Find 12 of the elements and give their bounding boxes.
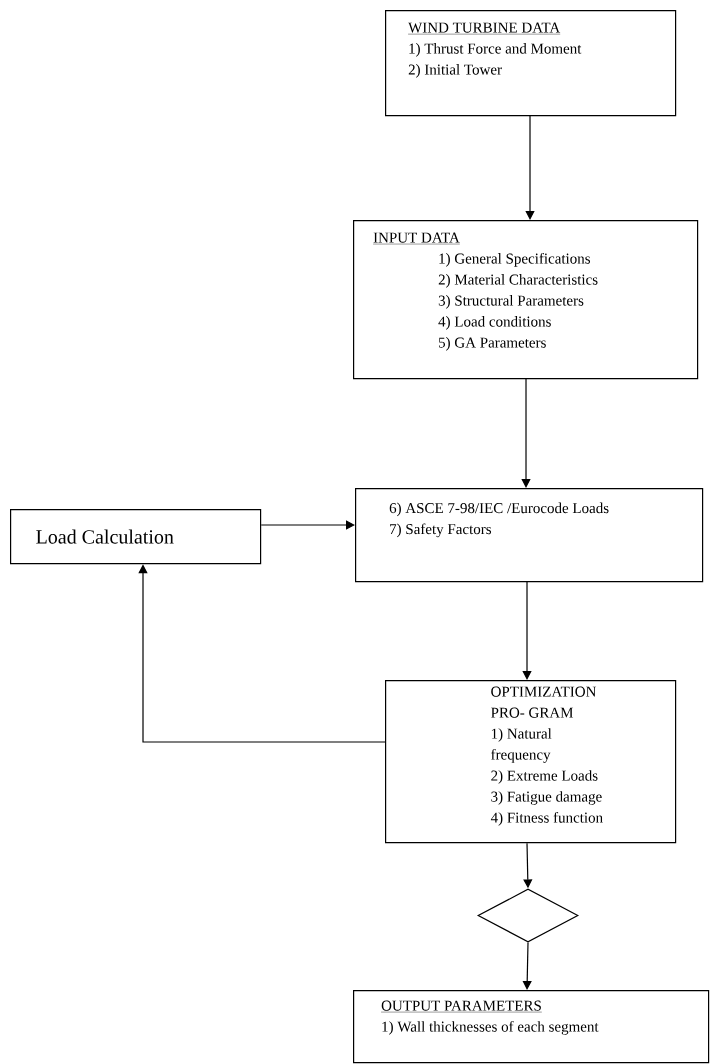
arrow — [522, 942, 532, 990]
arrow — [525, 114, 535, 220]
arrow — [521, 377, 531, 488]
arrow — [260, 520, 355, 530]
process-box: Load Calculation — [10, 509, 262, 565]
process-box: OUTPUT PARAMETERS 1) Wall thicknesses of each segment — [353, 990, 710, 1064]
process-box: 6) ASCE 7-98/IEC /Eurocode Loads 7) Safety Factors — [355, 488, 704, 583]
arrow — [138, 564, 386, 743]
arrow — [522, 580, 532, 680]
process-box: INPUT DATA 1) General Specifications 2) Material Characteristics 3) Structural Parameters 4) Load conditions 5) GA Parameters — [353, 220, 699, 380]
process-box: WIND TURBINE DATA 1) Thrust Force and Moment 2) Initial Tower — [385, 10, 677, 117]
process-box: OPTIMIZATION PRO- GRAM 1) Natural frequency 2) Extreme Loads 3) Fatigue damage 4) Fitness function — [385, 680, 677, 844]
